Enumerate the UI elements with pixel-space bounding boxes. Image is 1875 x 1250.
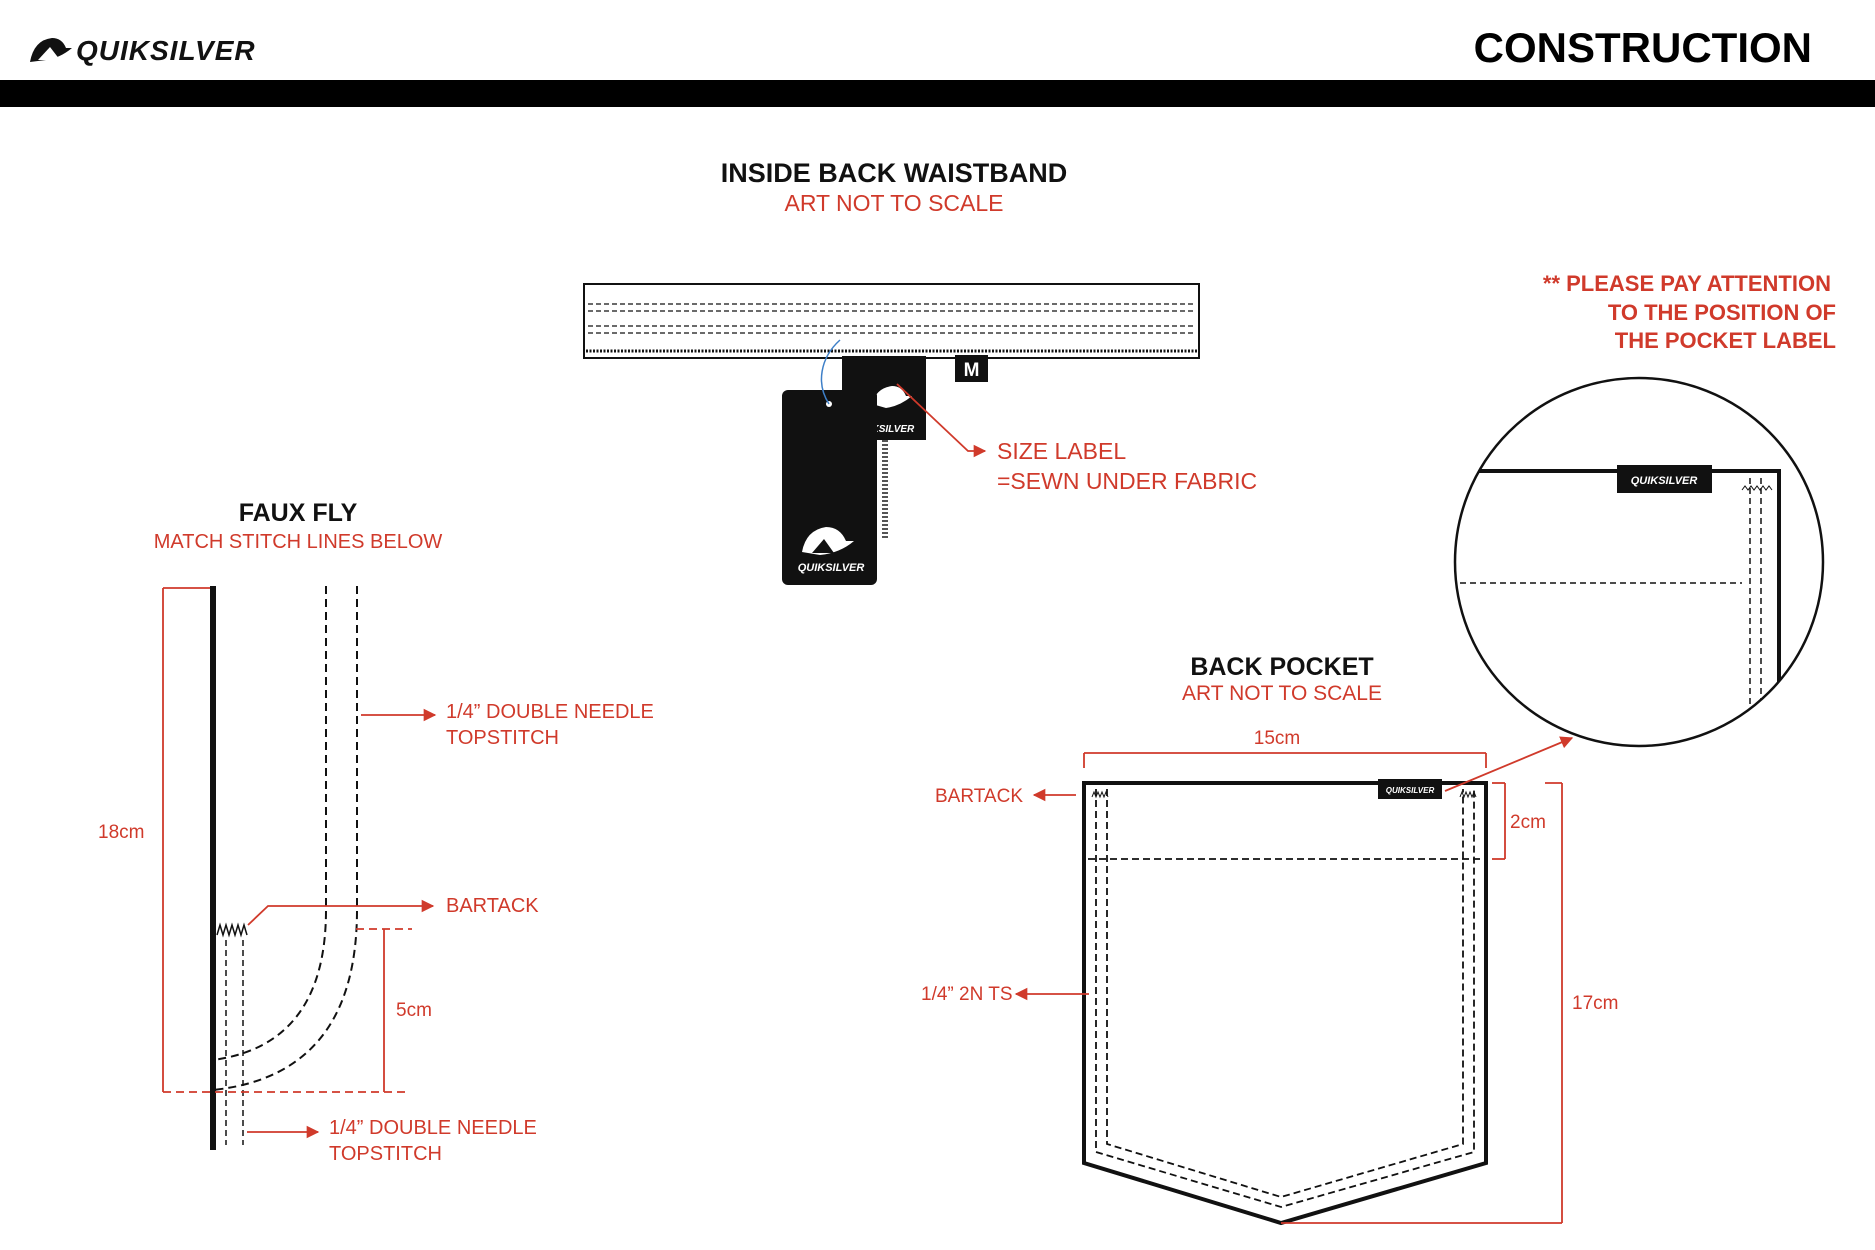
- pocket-bartack-label: BARTACK: [935, 786, 1023, 807]
- attention-line1: ** PLEASE PAY ATTENTION: [1543, 271, 1831, 296]
- fly-topstitch-upper-line2: TOPSTITCH: [446, 727, 559, 749]
- fly-topstitch-lower-line1: 1/4” DOUBLE NEEDLE: [329, 1117, 537, 1139]
- pocket-bartack-right-icon: [1459, 790, 1477, 799]
- faux-fly-height-label: 18cm: [98, 822, 144, 843]
- brand-wordmark: QUIKSILVER: [76, 35, 256, 66]
- page-title: CONSTRUCTION: [1474, 24, 1812, 71]
- pocket-brand-label: QUIKSILVER: [1378, 779, 1442, 799]
- back-pocket-subtitle: ART NOT TO SCALE: [1182, 682, 1382, 705]
- size-label-note-line2: =SEWN UNDER FABRIC: [997, 468, 1257, 494]
- size-label-leader: [896, 383, 987, 458]
- hang-tag-wave-icon: [802, 527, 854, 555]
- faux-fly-drawing: [210, 586, 358, 1150]
- faux-fly-height-dimension: [162, 587, 405, 1093]
- pocket-facing-label: 2cm: [1510, 812, 1546, 833]
- size-tag-text: M: [964, 360, 980, 381]
- brand-logo: QUIKSILVER: [30, 35, 256, 66]
- pocket-bartack-left-icon: [1091, 790, 1109, 799]
- pocket-facing-dimension: [1492, 782, 1506, 860]
- faux-fly-curve-dimension: [356, 928, 412, 1092]
- pocket-width-dimension: [1083, 752, 1487, 768]
- back-pocket-title: BACK POCKET: [1190, 653, 1373, 681]
- waistband-title: INSIDE BACK WAISTBAND: [721, 158, 1068, 188]
- size-tag: M: [955, 355, 988, 382]
- pocket-topstitch-label: 1/4” 2N TS: [921, 984, 1013, 1005]
- fly-bartack-arrow: [247, 899, 435, 926]
- fly-topstitch-upper-line1: 1/4” DOUBLE NEEDLE: [446, 701, 654, 723]
- fly-topstitch-lower-line2: TOPSTITCH: [329, 1143, 442, 1165]
- faux-fly-curve-label: 5cm: [396, 1000, 432, 1021]
- fly-bartack-label: BARTACK: [446, 895, 539, 917]
- pocket-height-label: 17cm: [1572, 993, 1618, 1014]
- detail-pocket-label-brand: QUIKSILVER: [1631, 475, 1698, 487]
- size-label-note-line1: SIZE LABEL: [997, 438, 1126, 464]
- waistband-drawing: [583, 283, 1200, 359]
- hang-tag-brand: QUIKSILVER: [798, 562, 865, 574]
- hang-tag: QUIKSILVER: [782, 339, 877, 585]
- wave-mountain-icon: [30, 38, 72, 62]
- header-bar: [0, 80, 1875, 107]
- back-pocket-drawing: QUIKSILVER: [1082, 779, 1488, 1226]
- pocket-label-brand: QUIKSILVER: [1386, 786, 1435, 795]
- pocket-width-label: 15cm: [1254, 728, 1300, 749]
- attention-line2: TO THE POSITION OF: [1608, 300, 1836, 325]
- faux-fly-subtitle: MATCH STITCH LINES BELOW: [154, 531, 443, 553]
- faux-fly-title: FAUX FLY: [239, 499, 358, 527]
- size-label-brand: QUIKSILVER: [854, 424, 915, 435]
- attention-line3: THE POCKET LABEL: [1615, 328, 1836, 353]
- waistband-subtitle: ART NOT TO SCALE: [784, 190, 1003, 216]
- pocket-label-detail-circle: QUIKSILVER: [1453, 376, 1825, 748]
- pocket-label-callout-arrow: [1444, 736, 1574, 792]
- fly-bartack-icon: [216, 922, 248, 938]
- pocket-height-dimension: [1281, 782, 1563, 1224]
